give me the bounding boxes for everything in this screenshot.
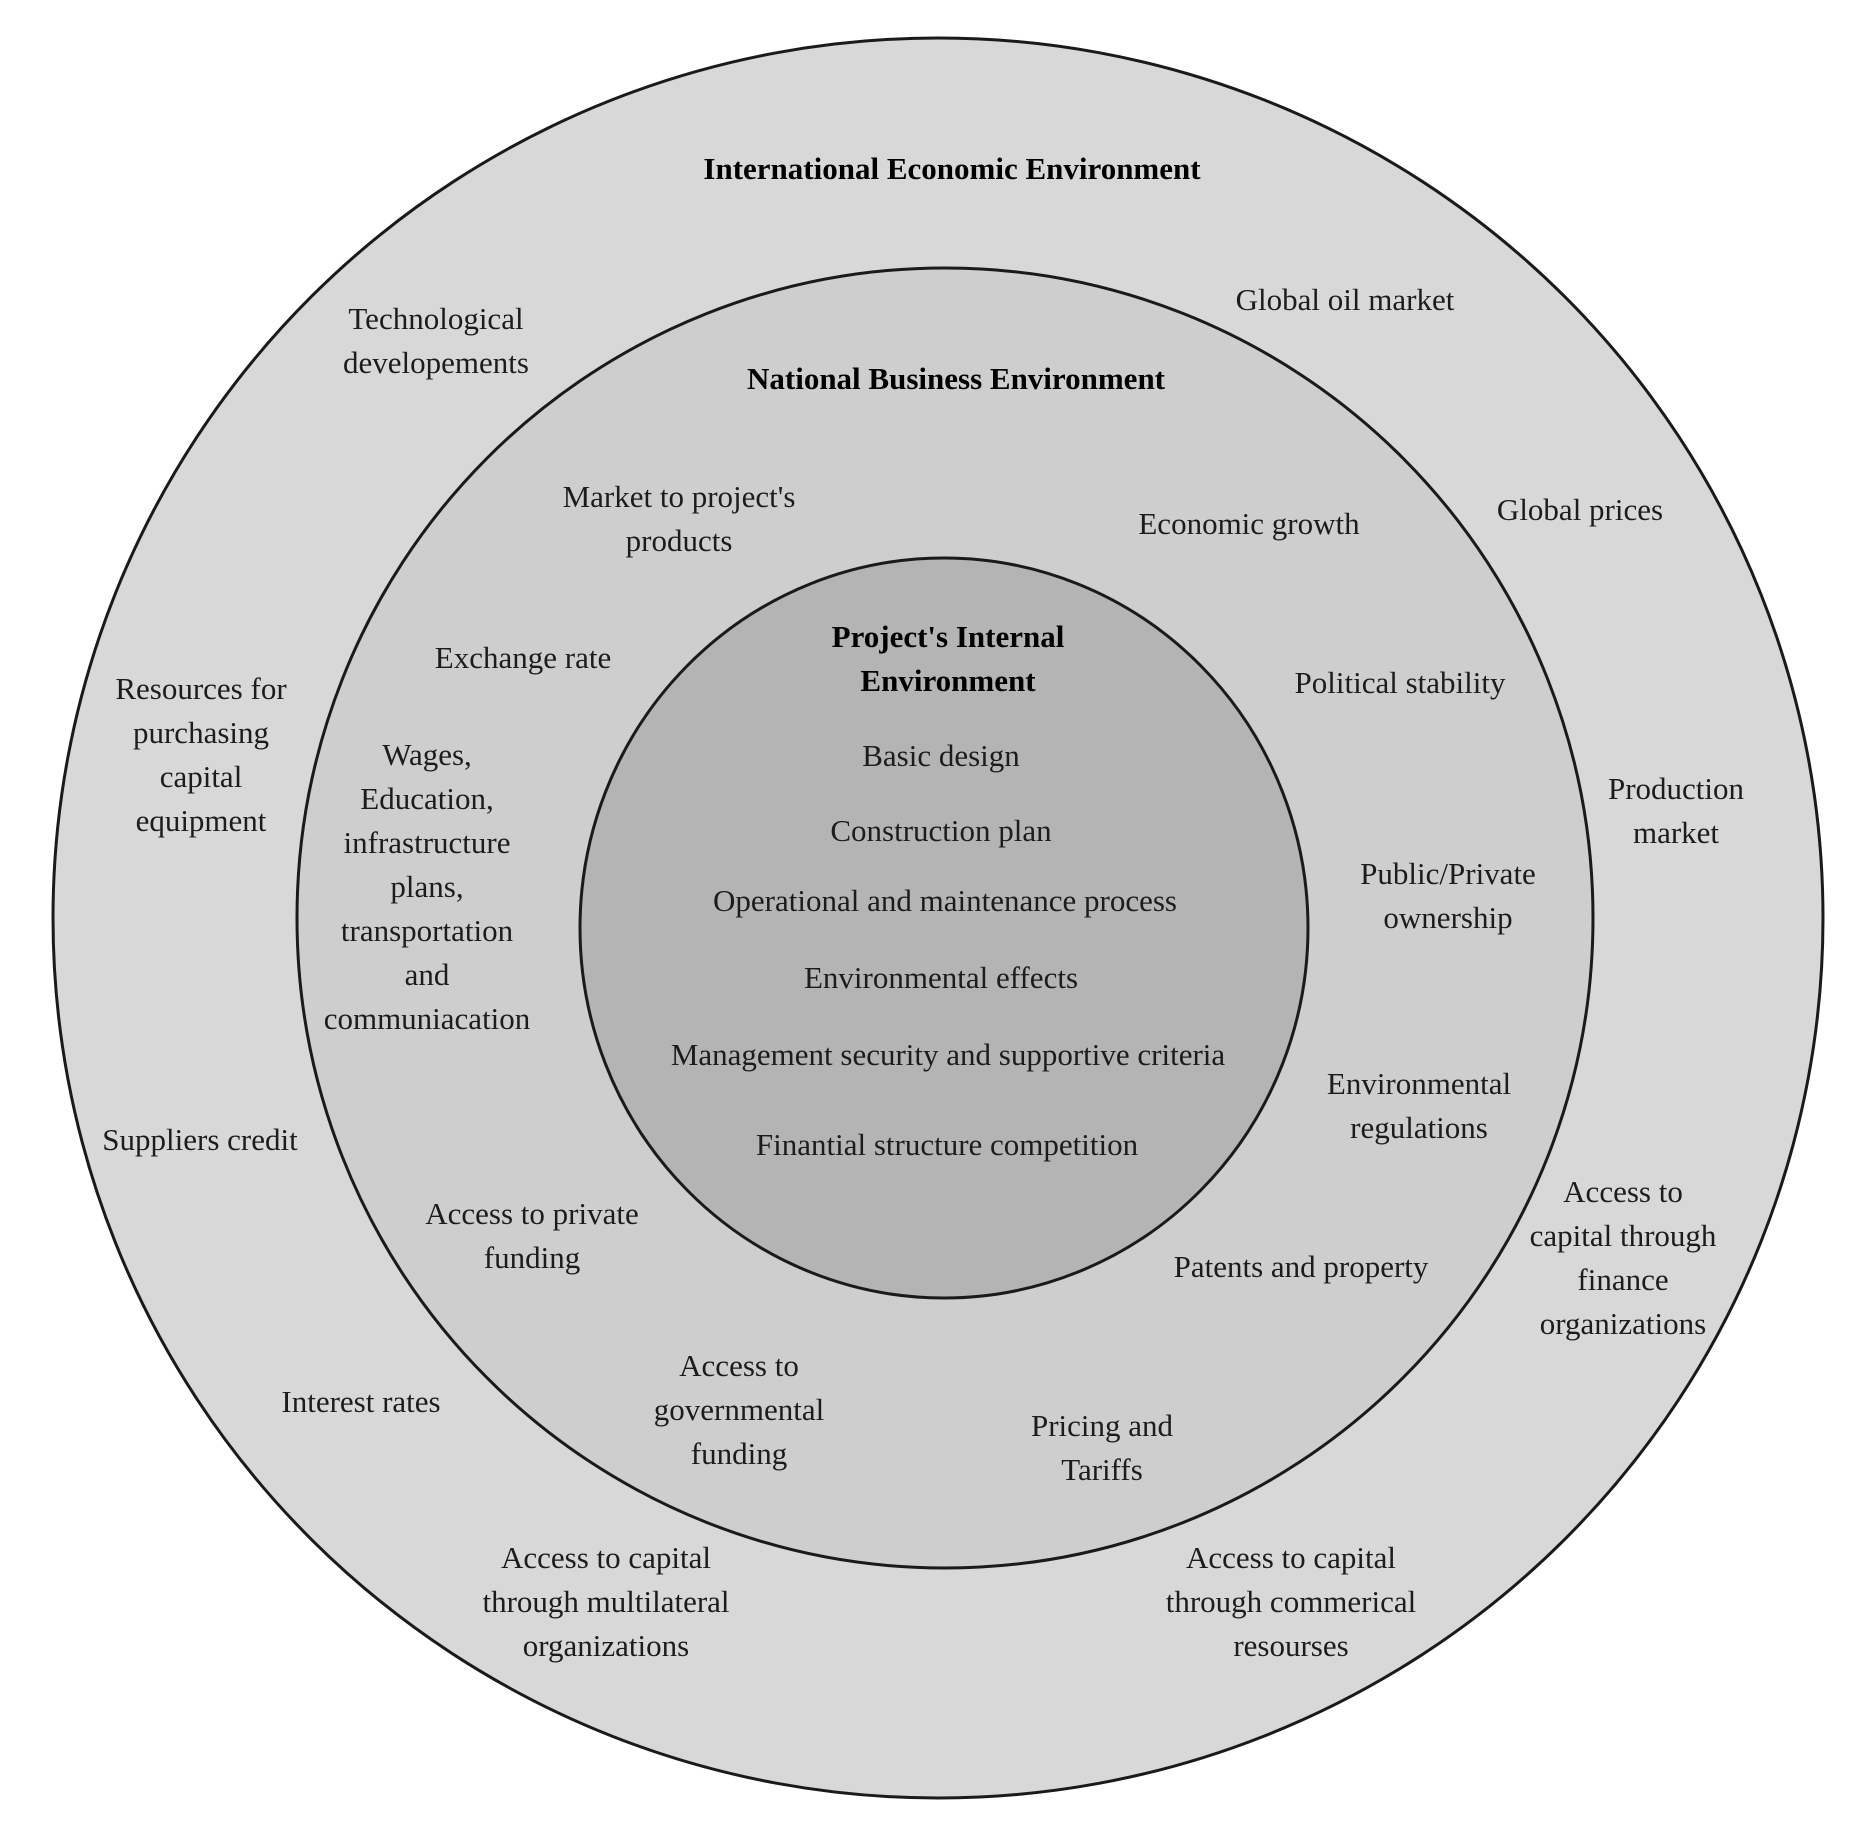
political-stability-label: Political stability xyxy=(1294,665,1506,700)
global-oil-market-label: Global oil market xyxy=(1235,282,1455,317)
access-governmental-funding-label: Access to governmental funding xyxy=(653,1348,825,1471)
international-environment-title: International Economic Environment xyxy=(703,151,1201,186)
environmental-regulations-label: Environmental regulations xyxy=(1326,1066,1512,1145)
public-private-ownership-label: Public/Private ownership xyxy=(1360,856,1536,935)
access-multilateral-organizations-label: Access to capital through multilateral o… xyxy=(482,1540,730,1663)
pricing-tariffs-label: Pricing and Tariffs xyxy=(1030,1408,1174,1487)
suppliers-credit-label: Suppliers credit xyxy=(102,1122,298,1157)
resources-capital-equipment-label: Resources for purchasing capital equipme… xyxy=(115,671,287,838)
global-prices-label: Global prices xyxy=(1496,492,1664,527)
internal-environment-title: Project's Internal Environment xyxy=(831,619,1065,698)
market-to-products-label: Market to project's products xyxy=(562,479,796,558)
access-commercial-resources-label: Access to capital through commerical res… xyxy=(1165,1540,1417,1663)
internal-item: Construction plan xyxy=(830,813,1052,848)
internal-item: Basic design xyxy=(862,738,1020,773)
production-market-label: Production market xyxy=(1607,771,1745,850)
interest-rates-label: Interest rates xyxy=(281,1384,441,1419)
internal-item: Management security and supportive crite… xyxy=(670,1037,1226,1072)
exchange-rate-label: Exchange rate xyxy=(434,640,612,675)
access-finance-organizations-label: Access to capital through finance organi… xyxy=(1529,1174,1717,1341)
economic-growth-label: Economic growth xyxy=(1138,506,1360,541)
internal-item: Finantial structure competition xyxy=(755,1127,1139,1162)
wages-education-infrastructure-label: Wages, Education, infrastructure plans, … xyxy=(323,737,531,1036)
patents-property-label: Patents and property xyxy=(1173,1249,1429,1284)
internal-environment-ring xyxy=(578,556,1310,1300)
internal-item: Environmental effects xyxy=(803,960,1079,995)
technological-developments-label: Technological developements xyxy=(343,301,529,380)
national-environment-title: National Business Environment xyxy=(746,361,1166,396)
access-private-funding-label: Access to private funding xyxy=(425,1196,639,1275)
internal-item: Operational and maintenance process xyxy=(713,883,1177,918)
